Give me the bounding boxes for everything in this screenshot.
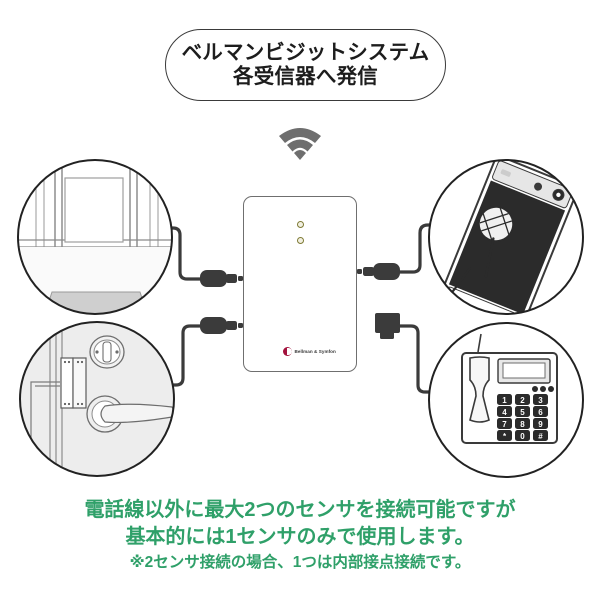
phone-jack-connector-bottom-right	[375, 313, 400, 339]
svg-text:0: 0	[520, 432, 525, 441]
caption-line-1: 電話線以外に最大2つのセンサを接続可能ですが	[84, 499, 516, 521]
svg-text:5: 5	[520, 408, 525, 417]
cable-door-entrance	[156, 226, 207, 281]
cable-door-sensor	[164, 324, 207, 387]
status-led-2	[297, 237, 304, 244]
cable-smartphone	[398, 223, 446, 274]
wifi-icon	[276, 126, 324, 162]
door-lever-icon	[86, 395, 174, 433]
panel-telephone: 1 2 3 4 5 6 7 8 9 * 0 #	[428, 322, 584, 478]
status-led-1	[297, 221, 304, 228]
svg-text:2: 2	[520, 396, 525, 405]
cable-routing	[156, 223, 447, 394]
svg-text:3: 3	[538, 396, 543, 405]
cable-telephone	[398, 324, 447, 394]
svg-text:4: 4	[502, 408, 507, 417]
cable-connector-bottom-left	[200, 317, 243, 334]
svg-text:8: 8	[520, 420, 525, 429]
bellman-logo-icon	[283, 347, 292, 356]
handset-icon	[469, 356, 490, 423]
panel-door-sensor	[19, 321, 175, 477]
connectors-group	[200, 263, 400, 339]
svg-text:*: *	[503, 432, 507, 441]
panel-door-entrance	[17, 159, 173, 315]
cable-connector-top-right	[357, 263, 400, 280]
title-line-2: 各受信器へ発信	[233, 65, 378, 88]
title-badge: ベルマンビジットシステム 各受信器へ発信	[165, 29, 446, 101]
svg-text:6: 6	[538, 408, 543, 417]
svg-text:1: 1	[502, 396, 507, 405]
caption-line-2: 基本的には1センサのみで使用します。	[125, 525, 475, 548]
brand-logo: Bellman & Symfon	[283, 347, 336, 356]
telephone-keypad: 1 2 3 4 5 6 7 8 9 * 0 #	[497, 394, 548, 441]
title-line-1: ベルマンビジットシステム	[181, 40, 430, 64]
magnetic-sensor-icon	[60, 357, 87, 409]
caption-line-3: ※2センサ接続の場合、1つは内部接点接続です。	[129, 553, 471, 571]
svg-text:9: 9	[538, 420, 543, 429]
svg-text:#: #	[538, 432, 543, 441]
brand-logo-text: Bellman & Symfon	[294, 349, 336, 354]
footer-caption: 電話線以外に最大2つのセンサを接続可能ですが 基本的には1センサのみで使用します…	[0, 497, 600, 573]
svg-text:7: 7	[502, 420, 507, 429]
panel-smartphone	[428, 159, 584, 315]
lock-cylinder-icon	[89, 335, 125, 369]
cable-connector-top-left	[200, 270, 243, 287]
alarm-bell-icon	[478, 206, 514, 278]
